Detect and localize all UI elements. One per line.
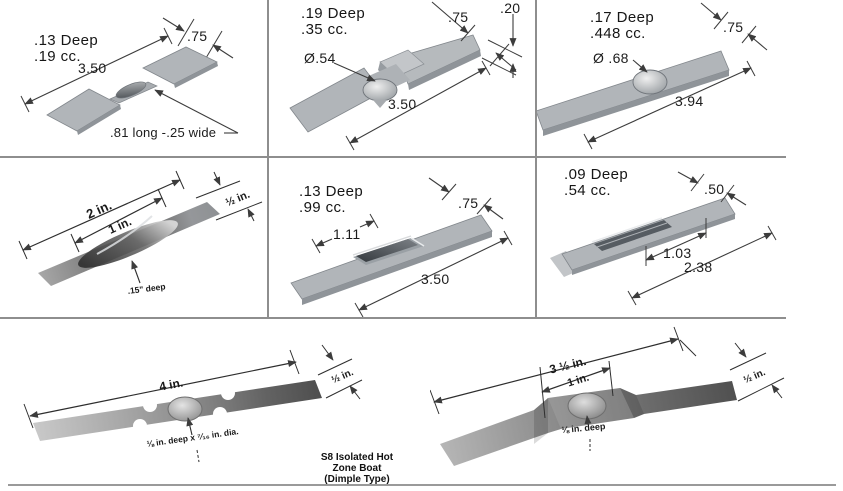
panel-flat-dimple-boat: .17 Deep .448 cc. Ø .68 .75 3.94 [536,0,843,156]
panel-trough-boat-photo: 2 in. 1 in. ½ in. .15" deep [0,158,268,317]
rect-cavity-boat-drawing [290,177,513,317]
trough-boat-drawing [18,170,263,286]
panel6-spec-depth: .09 Deep [564,166,629,183]
panel5-width-dim: .75 [458,195,479,211]
panel1-spec: .13 Deep .19 cc. [34,33,98,65]
panel5-length-dim: 3.50 [421,271,450,287]
grid-vertical-divider-2 [535,0,537,318]
panel7-caption: S8 Isolated Hot Zone Boat (Dimple Type) [298,452,416,485]
panel2-diameter-dim: Ø.54 [304,50,336,66]
grid-vertical-divider-1 [267,0,269,318]
grid-horizontal-divider-2 [0,317,786,319]
panel3-spec: .17 Deep .448 cc. [590,10,654,42]
raised-dimple-boat-drawing [430,326,785,466]
panel7-caption-line2: Zone Boat [332,463,382,474]
panel3-width-dim: .75 [723,19,744,35]
panel-raised-dimple-boat: 3 ½ in. 1 in. ½ in. ⅛ in. deep [430,318,843,491]
panel6-length-dim: 2.38 [684,259,713,275]
panel1-cavity-note: .81 long -.25 wide [110,125,217,140]
panel-s8-dimple-boat: 4 in. ½ in. ⅛ in. deep x ⁷⁄₁₆ in. dia. S… [0,318,430,491]
panel1-spec-depth: .13 Deep [34,32,99,49]
edge-notch [213,407,227,421]
grid-horizontal-divider-1 [0,156,786,158]
panel5-spec: .13 Deep .99 cc. [299,184,363,216]
s8-boat-drawing [23,344,363,463]
panel3-spec-depth: .17 Deep [590,9,655,26]
panel1-spec-volume: .19 cc. [34,48,81,65]
panel6-spec: .09 Deep .54 cc. [564,167,628,199]
panel2-thickness-dim: .20 [500,0,521,16]
panel5-cavity-dim: 1.11 [333,226,361,242]
panel6-spec-volume: .54 cc. [564,182,611,199]
panel5-spec-volume: .99 cc. [299,199,346,216]
dimple-dome [567,392,607,420]
panel3-length-dim: 3.94 [675,93,704,109]
flat-dimple-boat-drawing [536,2,768,150]
dogbone-boat-drawing [20,17,239,135]
dimple-dome [167,396,203,422]
panel2-spec-depth: .19 Deep [301,5,366,22]
panel5-spec-depth: .13 Deep [299,183,364,200]
panel-rect-cavity-boat: .13 Deep .99 cc. 1.11 .75 3.50 [268,158,536,317]
panel-slot-cavity-boat: .09 Deep .54 cc. .50 1.03 2.38 [536,158,843,317]
panel6-cavity-dim: 1.03 [663,245,692,261]
slot-cavity-boat-drawing [550,171,777,306]
edge-notch [143,398,157,412]
panel1-length-dim: 3.50 [78,60,107,76]
edge-notch [221,386,235,400]
panel1-width-dim: .75 [187,28,208,44]
panel-dimple-wedge-boat: .19 Deep .35 cc. Ø.54 .75 .20 3.50 [268,0,536,156]
dimple-wedge-boat-drawing [289,1,523,151]
panel6-width-dim: .50 [704,181,725,197]
panel2-spec: .19 Deep .35 cc. [301,6,365,38]
panel2-spec-volume: .35 cc. [301,21,348,38]
panel3-diameter-dim: Ø .68 [593,50,629,66]
panel7-caption-line1: S8 Isolated Hot [320,452,394,463]
oval-cavity [115,81,147,99]
panel3-spec-volume: .448 cc. [590,25,646,42]
edge-notch [133,419,147,433]
panel2-width-dim: .75 [448,9,469,25]
panel-dogbone-boat: .13 Deep .19 cc. 3.50 .75 .81 long -.25 … [0,0,268,156]
dimple-dome [632,69,668,95]
panel7-caption-line3: (Dimple Type) [324,474,390,485]
grid-bottom-rule [8,484,836,486]
panel2-length-dim: 3.50 [388,96,417,112]
